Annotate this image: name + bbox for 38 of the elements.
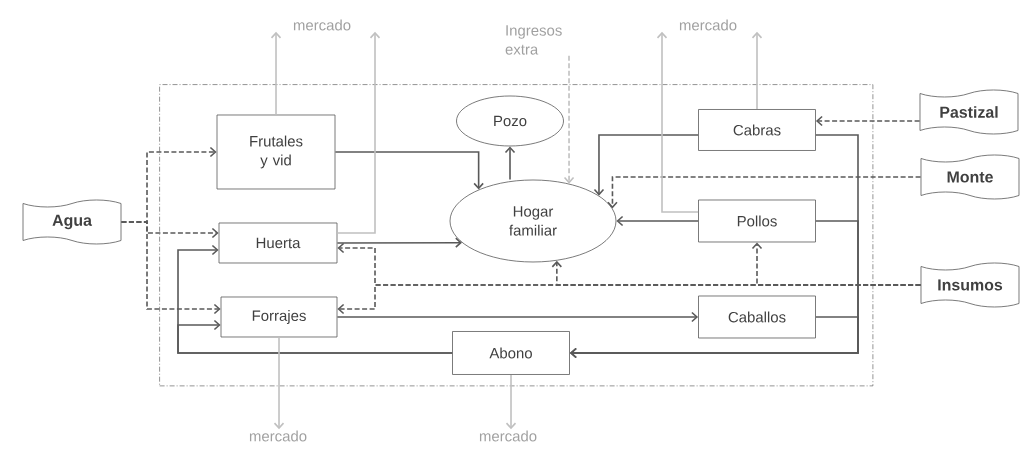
flow-label: mercado [679, 19, 737, 31]
system-boundary [159, 84, 874, 387]
arrow [504, 146, 516, 181]
arrow [336, 237, 462, 248]
process-box: Forrajes [220, 296, 338, 338]
flow-label: mercado [479, 430, 537, 442]
arrow [815, 115, 921, 127]
ellipse-node: Hogar familiar [449, 179, 617, 263]
arrow [616, 215, 699, 227]
process-box: Abono [452, 331, 570, 375]
resource-banner: Agua [22, 199, 122, 245]
process-box: Huerta [218, 222, 338, 264]
arrow [336, 31, 381, 234]
process-box: Caballos [698, 295, 816, 339]
arrow [273, 336, 285, 430]
flow-label: mercado [293, 19, 351, 31]
flow-label: mercado [249, 430, 307, 442]
arrow [336, 311, 699, 323]
resource-banner: Monte [920, 154, 1020, 200]
process-box: Pollos [698, 199, 816, 243]
resource-banner: Pastizal [919, 89, 1019, 135]
process-box: Cabras [698, 109, 816, 151]
arrow [334, 151, 484, 190]
arrow [656, 31, 699, 213]
arrow [751, 242, 922, 286]
arrow [569, 316, 859, 359]
arrow [120, 221, 221, 315]
flow-label: Ingresos extra [505, 25, 562, 55]
ellipse-node: Pozo [456, 95, 564, 147]
arrow [607, 176, 922, 209]
arrow [270, 31, 282, 116]
arrow [563, 55, 575, 184]
arrow [177, 319, 453, 354]
resource-banner: Insumos [920, 262, 1020, 308]
arrow [505, 374, 517, 430]
arrow [751, 31, 763, 110]
arrow [593, 134, 699, 196]
process-box: Frutales y vid [216, 114, 336, 190]
